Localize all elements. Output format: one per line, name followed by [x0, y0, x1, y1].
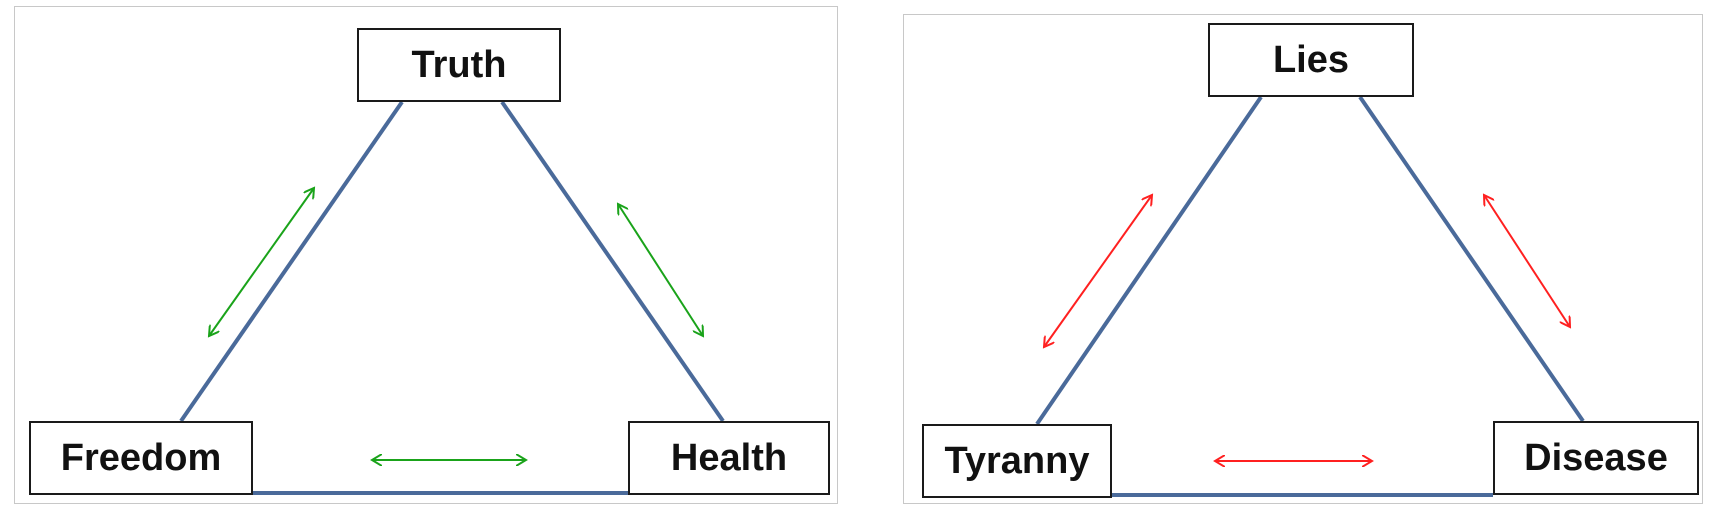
node-health: Health: [628, 421, 830, 495]
node-disease: Disease: [1493, 421, 1699, 495]
node-lies: Lies: [1208, 23, 1414, 97]
node-freedom: Freedom: [29, 421, 253, 495]
node-tyranny: Tyranny: [922, 424, 1112, 498]
node-truth: Truth: [357, 28, 561, 102]
